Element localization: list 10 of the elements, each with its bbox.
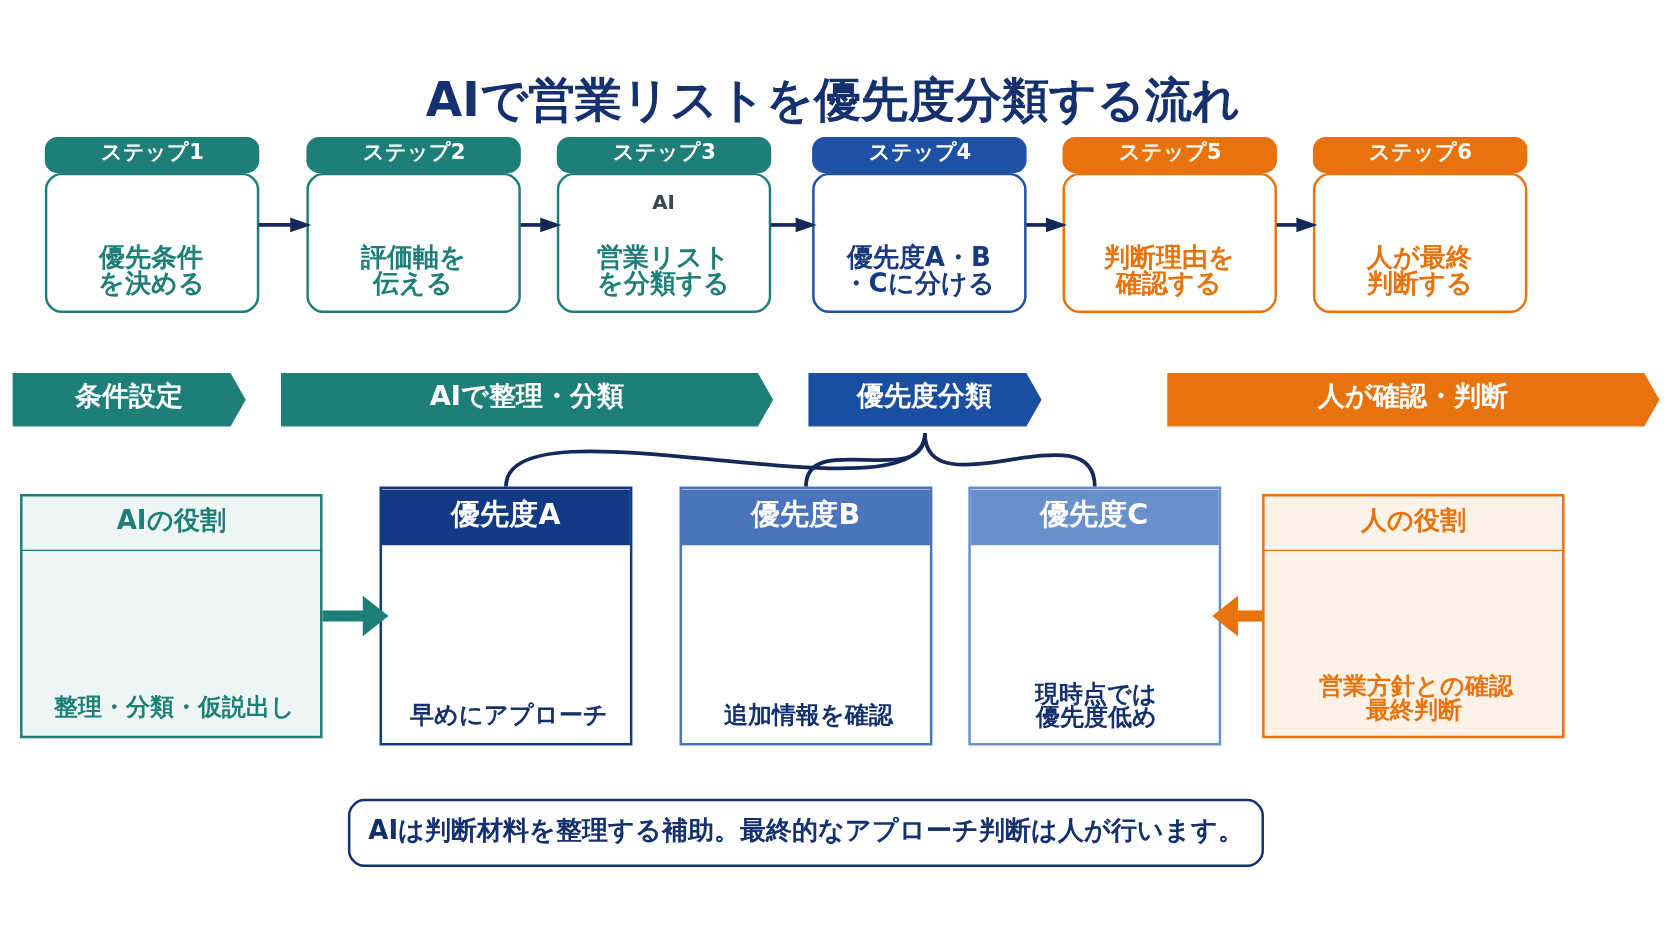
diagram-title: AIで営業リストを優先度分類する流れ (425, 71, 1240, 127)
arrow (1212, 595, 1263, 636)
arrow (258, 217, 312, 232)
arrow (520, 217, 562, 232)
arrow (1276, 217, 1318, 232)
connector (923, 432, 1097, 487)
arrow (1026, 217, 1068, 232)
arrow (770, 217, 817, 232)
arrow (322, 595, 389, 636)
node-box: AIは判断材料を整理する補助。最終的なアプローチ判断は人が行います。 (347, 798, 1264, 867)
